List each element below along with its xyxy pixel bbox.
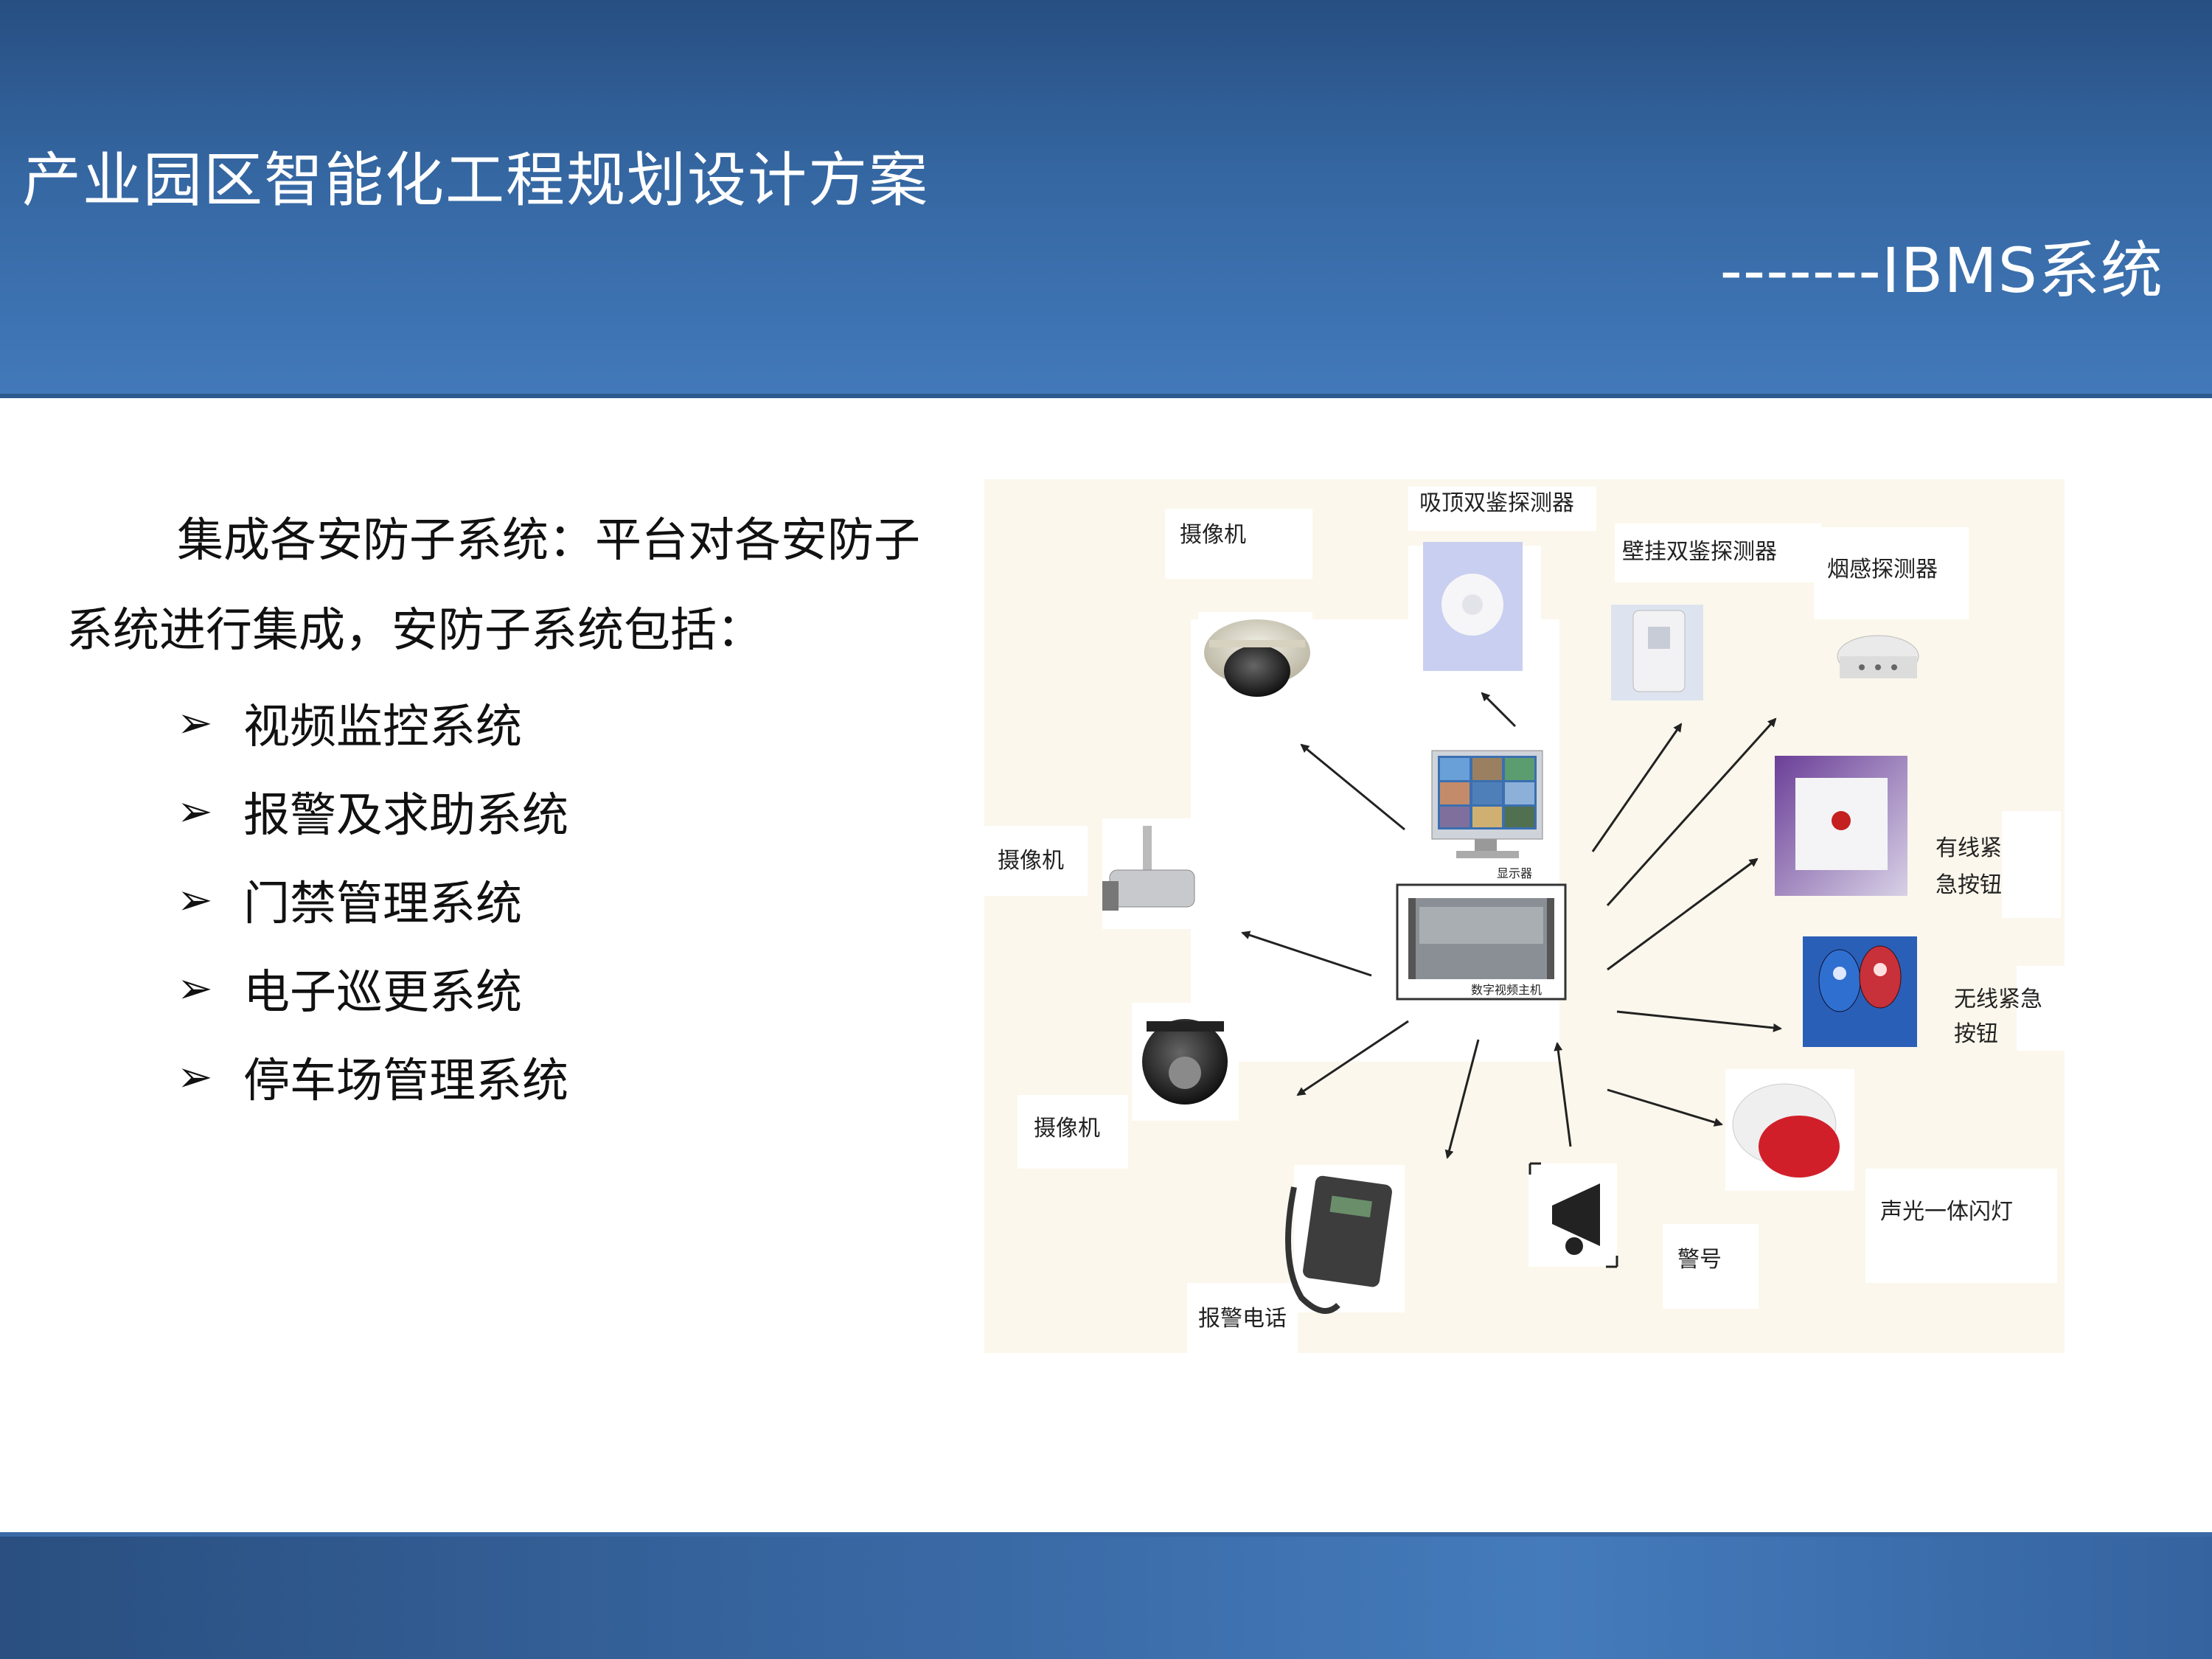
ceiling-detector-label: 吸顶双鉴探测器 xyxy=(1419,490,1574,516)
strobe-siren-label: 声光一体闪灯 xyxy=(1880,1199,2013,1225)
intro-paragraph: 集成各安防子系统：平台对各安防子系统进行集成，安防子系统包括： xyxy=(66,513,920,657)
arrow-bullet-icon: ➢ xyxy=(177,786,213,836)
dvr-label: 数字视频主机 xyxy=(1471,983,1542,997)
camera-bottom-label: 摄像机 xyxy=(1034,1116,1100,1141)
arrow-bullet-icon: ➢ xyxy=(177,698,213,748)
diagram-canvas: 摄像机 吸顶双鉴探测器 壁挂双鉴探测器 烟感探测器 摄像机 有线紧 急按钮 无线… xyxy=(984,487,2065,1353)
list-item-label: 门禁管理系统 xyxy=(243,876,522,931)
monitor-icon: 显示器 xyxy=(1431,750,1543,880)
wall-detector-label: 壁挂双鉴探测器 xyxy=(1622,539,1777,565)
connection-arrows xyxy=(1241,692,1782,1159)
security-system-diagram: 摄像机 吸顶双鉴探测器 壁挂双鉴探测器 烟感探测器 摄像机 有线紧 急按钮 无线… xyxy=(984,479,2065,1353)
header-banner: 产业园区智能化工程规划设计方案 -------IBMS系统 xyxy=(0,0,2212,398)
camera-left-label: 摄像机 xyxy=(998,848,1064,874)
list-item: ➢ 电子巡更系统 xyxy=(177,944,568,1032)
arrow-bullet-icon: ➢ xyxy=(177,874,213,925)
siren-horn-icon xyxy=(1528,1162,1618,1268)
camera-top-label: 摄像机 xyxy=(1180,522,1246,548)
ceiling-detector-icon xyxy=(1423,542,1523,671)
list-item: ➢ 门禁管理系统 xyxy=(177,855,568,944)
page-subtitle: -------IBMS系统 xyxy=(1719,234,2163,307)
dome-camera-bottom-icon xyxy=(1132,1003,1239,1121)
list-item: ➢ 停车场管理系统 xyxy=(177,1032,568,1121)
wireless-emergency-button-icon xyxy=(1803,936,1917,1047)
list-item-label: 视频监控系统 xyxy=(243,699,522,754)
list-item-label: 停车场管理系统 xyxy=(243,1053,568,1107)
list-item-label: 电子巡更系统 xyxy=(243,964,522,1019)
strobe-siren-icon xyxy=(1725,1069,1854,1191)
bullet-camera-icon xyxy=(1102,818,1198,929)
wired-button-label-line2: 急按钮 xyxy=(1935,872,2002,898)
smoke-detector-icon xyxy=(1837,635,1919,678)
dome-camera-top-icon xyxy=(1198,612,1312,700)
wired-emergency-button-icon xyxy=(1775,756,1907,896)
alarm-phone-icon xyxy=(1285,1165,1405,1314)
list-item-label: 报警及求助系统 xyxy=(243,787,568,842)
subsystem-list: ➢ 视频监控系统 ➢ 报警及求助系统 ➢ 门禁管理系统 ➢ 电子巡更系统 ➢ 停… xyxy=(177,678,568,1121)
list-item: ➢ 报警及求助系统 xyxy=(177,767,568,855)
footer-banner xyxy=(0,1532,2212,1659)
wired-button-label-line1: 有线紧 xyxy=(1935,835,2002,861)
dvr-host-icon: 数字视频主机 xyxy=(1396,883,1567,1001)
wireless-button-label-line2: 按钮 xyxy=(1954,1021,1998,1047)
page-title: 产业园区智能化工程规划设计方案 xyxy=(22,146,929,215)
list-item: ➢ 视频监控系统 xyxy=(177,678,568,767)
smoke-detector-label: 烟感探测器 xyxy=(1827,557,1938,582)
alarm-phone-label: 报警电话 xyxy=(1198,1306,1287,1332)
siren-label: 警号 xyxy=(1677,1247,1722,1273)
arrow-bullet-icon: ➢ xyxy=(177,963,213,1013)
monitor-label: 显示器 xyxy=(1497,866,1532,880)
arrow-bullet-icon: ➢ xyxy=(177,1051,213,1102)
wall-detector-icon xyxy=(1611,605,1703,700)
wireless-button-label-line1: 无线紧急 xyxy=(1954,987,2042,1012)
